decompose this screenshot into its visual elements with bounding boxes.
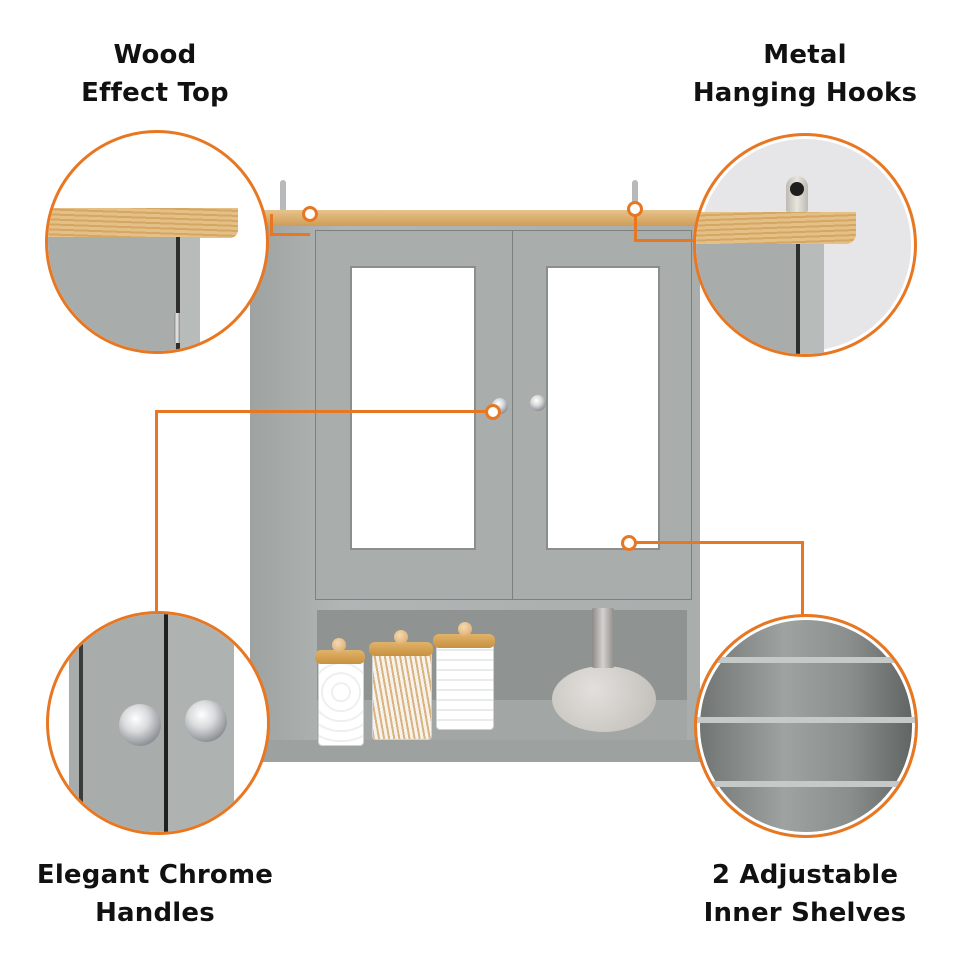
connector-line xyxy=(634,213,637,241)
zoom-chrome-knob-right xyxy=(185,700,227,742)
label-line: Effect Top xyxy=(81,78,229,108)
connector-line xyxy=(801,541,804,617)
chrome-knob-right xyxy=(530,395,546,411)
cabinet-base xyxy=(260,740,705,762)
zoom-chrome-knob-left xyxy=(119,704,161,746)
connector-line xyxy=(628,541,804,544)
zoom-cabinet-panel xyxy=(696,244,796,354)
zoom-wood-edge xyxy=(48,208,238,238)
connector-line xyxy=(634,239,694,242)
dispenser-pump xyxy=(592,608,614,668)
zoom-shelf-3 xyxy=(697,781,915,787)
zoom-shelf-1 xyxy=(697,657,915,663)
label-line: Handles xyxy=(95,898,215,928)
zoom-door-gap xyxy=(176,237,180,351)
callout-dot-hooks xyxy=(627,201,643,217)
cabinet-product-image xyxy=(240,170,720,780)
jar-cotton-pads xyxy=(436,640,494,730)
zoom-circle-metal-hooks xyxy=(693,133,917,357)
connector-line xyxy=(155,410,158,614)
callout-dot-wood-top xyxy=(302,206,318,222)
soap-dispenser xyxy=(552,666,656,732)
label-line: 2 Adjustable xyxy=(711,860,899,890)
zoom-cabinet-panel xyxy=(48,237,183,351)
connector-line xyxy=(270,214,273,236)
label-wood-effect-top: Wood Effect Top xyxy=(60,36,250,112)
label-adjustable-inner-shelves: 2 Adjustable Inner Shelves xyxy=(695,856,915,932)
connector-line xyxy=(270,233,310,236)
zoom-hinge xyxy=(174,313,180,343)
jar-cotton-buds xyxy=(372,648,432,740)
zoom-shelf-2 xyxy=(697,717,915,723)
zoom-door-left-edge xyxy=(79,644,83,832)
zoom-side-panel xyxy=(800,244,824,354)
lid-knob xyxy=(332,638,346,652)
zoom-circle-wood-top xyxy=(45,130,269,354)
lid-knob xyxy=(394,630,408,644)
hanging-hook-left xyxy=(280,180,286,212)
jar-cotton-balls xyxy=(318,656,364,746)
hanging-hook-right xyxy=(632,180,638,212)
mirror-right xyxy=(546,266,660,550)
connector-line xyxy=(155,410,490,413)
zoom-door-gap xyxy=(164,614,168,832)
label-line: Elegant Chrome xyxy=(36,860,274,890)
jar-lid xyxy=(369,642,433,656)
callout-dot-shelves xyxy=(621,535,637,551)
zoom-side-panel xyxy=(180,237,200,351)
zoom-screw xyxy=(790,182,804,196)
jar-lid xyxy=(433,634,495,648)
label-line: Metal xyxy=(763,40,847,70)
zoom-door-gap xyxy=(796,244,800,354)
label-line: Wood xyxy=(113,40,197,70)
label-line: Hanging Hooks xyxy=(692,78,918,108)
callout-dot-handles xyxy=(485,404,501,420)
zoom-circle-chrome-handles xyxy=(46,611,270,835)
zoom-wood-edge xyxy=(696,212,856,244)
wood-top xyxy=(258,210,702,226)
label-metal-hanging-hooks: Metal Hanging Hooks xyxy=(690,36,920,112)
zoom-circle-inner-shelves xyxy=(694,614,918,838)
label-elegant-chrome-handles: Elegant Chrome Handles xyxy=(30,856,280,932)
mirror-left xyxy=(350,266,476,550)
label-line: Inner Shelves xyxy=(703,898,907,928)
jar-lid xyxy=(315,650,365,664)
lid-knob xyxy=(458,622,472,636)
